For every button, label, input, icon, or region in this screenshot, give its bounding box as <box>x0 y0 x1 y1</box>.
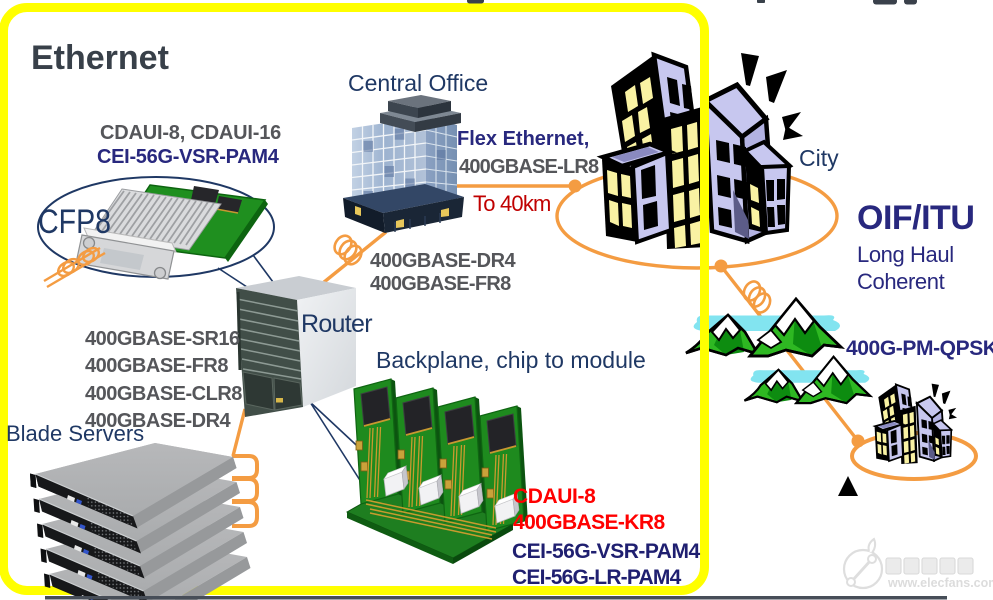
svg-text:www.elecfans.com: www.elecfans.com <box>887 576 993 590</box>
